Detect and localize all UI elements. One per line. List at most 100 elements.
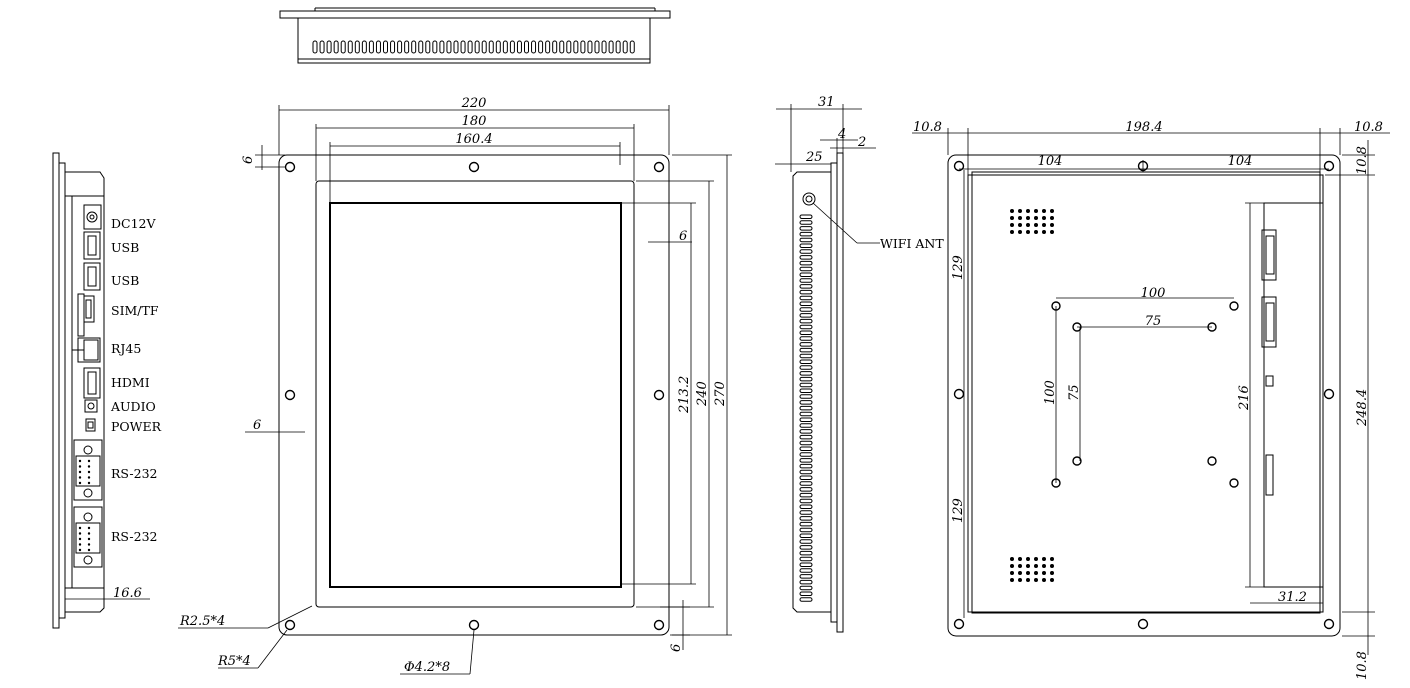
side-vent-slot (799, 382, 813, 388)
top-vent-slot (375, 40, 381, 54)
top-vent-slot (368, 40, 374, 54)
speaker-hole (1050, 564, 1054, 568)
dim-body-depth: 25 (805, 150, 823, 165)
speaker-hole (1010, 216, 1014, 220)
dim-back-upper: 129 (951, 255, 966, 280)
dim-edge-top: 6 (241, 156, 256, 164)
serial-pin (87, 526, 91, 530)
top-vent-slot (516, 40, 522, 54)
side-vent-slot (799, 591, 813, 596)
side-vent-slot (799, 214, 813, 219)
side-vent-slot (799, 533, 813, 538)
top-vent-slot (425, 40, 431, 54)
dim-vesa-outer-vertical: 100 (1043, 380, 1058, 405)
speaker-hole (1042, 564, 1046, 568)
top-vent-slot (312, 40, 318, 54)
top-vent-slot (383, 40, 388, 54)
speaker-hole (1010, 578, 1014, 582)
top-vent-slot (622, 40, 628, 54)
serial-pin (78, 470, 82, 474)
side-vent-slot (799, 342, 813, 347)
side-vent-slot (799, 272, 813, 277)
side-vent-slot (799, 487, 813, 492)
speaker-hole (1026, 209, 1030, 213)
side-vent-slot (799, 347, 813, 353)
side-vent-slot (799, 492, 813, 498)
side-vent-slot (799, 237, 813, 243)
dim-back-lower: 129 (951, 498, 966, 523)
side-vent-slot (799, 260, 813, 266)
dim-lip: 2 (857, 135, 866, 150)
side-vent-slot (799, 388, 813, 393)
front-view (178, 105, 732, 675)
side-vent-slot (799, 510, 813, 515)
serial-pin (78, 481, 82, 485)
side-vent-slot (799, 539, 813, 544)
side-vent-slot (799, 313, 813, 318)
dim-back-width: 198.4 (1125, 120, 1162, 135)
speaker-hole (1018, 223, 1022, 227)
label-wifi-antenna: WIFI ANT (880, 236, 944, 251)
dim-vesa-inner: 75 (1145, 314, 1162, 329)
dim-hole-span: 160.4 (455, 132, 492, 147)
side-vent-slot (799, 376, 813, 382)
port-label-usb-1: USB (111, 240, 139, 255)
dim-height-270: 270 (713, 381, 728, 407)
top-vent-slot (460, 40, 466, 54)
port-label-power: POWER (111, 419, 162, 434)
dim-inner-height: 216 (1237, 385, 1252, 411)
side-vent-slot (799, 463, 813, 469)
speaker-hole (1042, 209, 1046, 213)
speaker-hole (1018, 564, 1022, 568)
speaker-hole (1010, 230, 1014, 234)
speaker-hole (1018, 578, 1022, 582)
top-vent-slot (538, 40, 544, 54)
side-vent-slot (799, 504, 813, 509)
top-vent-slot (397, 40, 403, 54)
speaker-hole (1050, 557, 1054, 561)
speaker-hole (1050, 216, 1054, 220)
side-vent-slot (799, 452, 813, 457)
side-vent-slot (799, 371, 813, 376)
dim-back-half-left: 104 (1038, 154, 1063, 169)
top-vent-slot (481, 40, 487, 54)
side-vent-slot (799, 498, 813, 504)
speaker-hole (1026, 230, 1030, 234)
top-vent-slot (404, 40, 410, 54)
dim-vesa-outer: 100 (1141, 286, 1166, 301)
speaker-hole (1026, 557, 1030, 561)
side-vent-slot (799, 585, 813, 591)
dim-back-edge-right: 10.8 (1354, 120, 1383, 135)
dim-overall-height: 248.4 (1355, 389, 1370, 427)
side-vent-slot (799, 597, 813, 602)
speaker-hole (1050, 209, 1054, 213)
top-vents (312, 40, 635, 54)
top-vent-slot (629, 40, 635, 54)
top-vent-slot (467, 40, 473, 54)
side-vent-slot (799, 231, 813, 237)
side-vent-slot (799, 249, 813, 254)
side-vent-slot (799, 574, 813, 579)
left-side-view (52, 152, 150, 629)
speaker-hole (1050, 578, 1054, 582)
back-view (912, 128, 1390, 655)
top-vent-slot (432, 40, 438, 54)
top-vent-slot (594, 40, 600, 54)
speaker-hole (1034, 209, 1038, 213)
side-vent-slot (799, 336, 813, 341)
top-vent-slot (524, 40, 529, 54)
side-vent-slot (799, 318, 813, 324)
front-dimension-labels: 220 180 160.4 6 6 6 6 213.2 240 270 R2.5… (179, 96, 728, 675)
serial-pin (87, 537, 91, 541)
speaker-hole (1034, 216, 1038, 220)
top-vent-slot (566, 40, 572, 54)
side-vent-slot (799, 289, 813, 295)
top-vent-slot (347, 40, 353, 54)
side-vent-slot (799, 295, 813, 301)
port-label-usb-2: USB (111, 273, 139, 288)
side-vent-slot (799, 400, 813, 405)
dim-back-edge-bottom: 10.8 (1355, 651, 1370, 680)
speaker-hole (1010, 564, 1014, 568)
speaker-hole (1034, 564, 1038, 568)
